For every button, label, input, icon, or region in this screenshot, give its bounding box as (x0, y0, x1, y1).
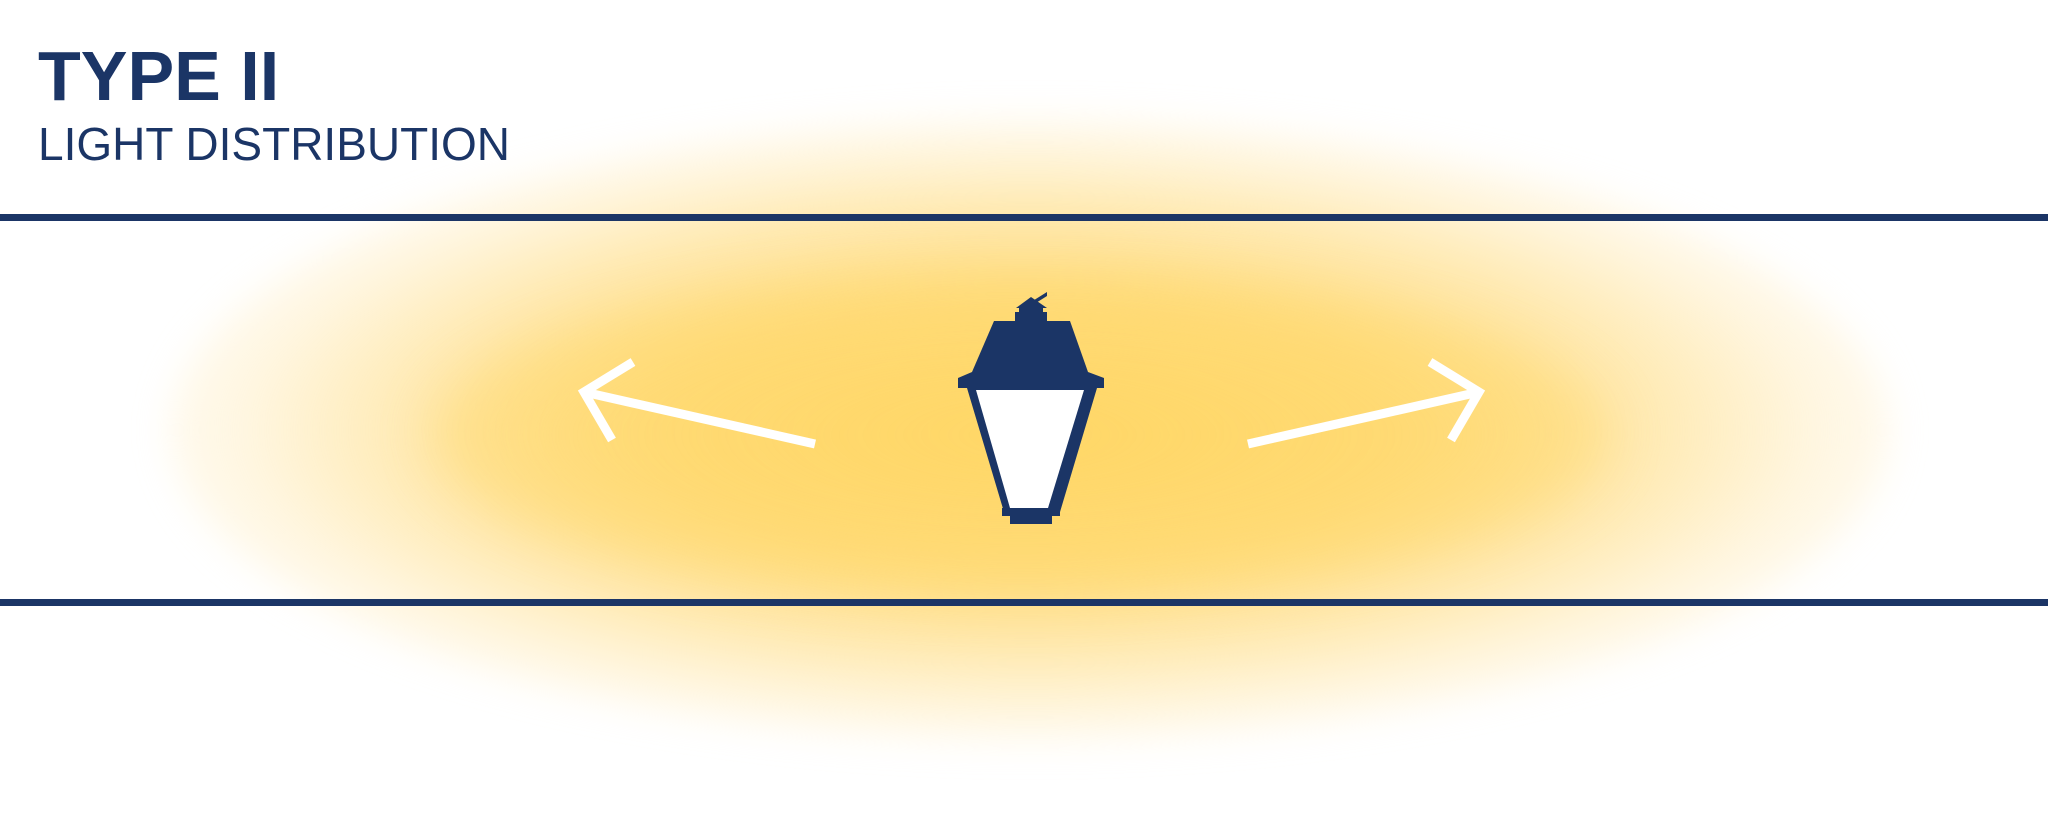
page-title: TYPE II (38, 37, 280, 115)
page-subtitle: LIGHT DISTRIBUTION (38, 118, 510, 170)
arrow-left-icon (577, 358, 816, 449)
road-edge-top (0, 214, 2048, 221)
road-edge-bottom (0, 599, 2048, 606)
street-lantern-icon (958, 292, 1104, 524)
arrow-right-icon (1247, 358, 1486, 449)
